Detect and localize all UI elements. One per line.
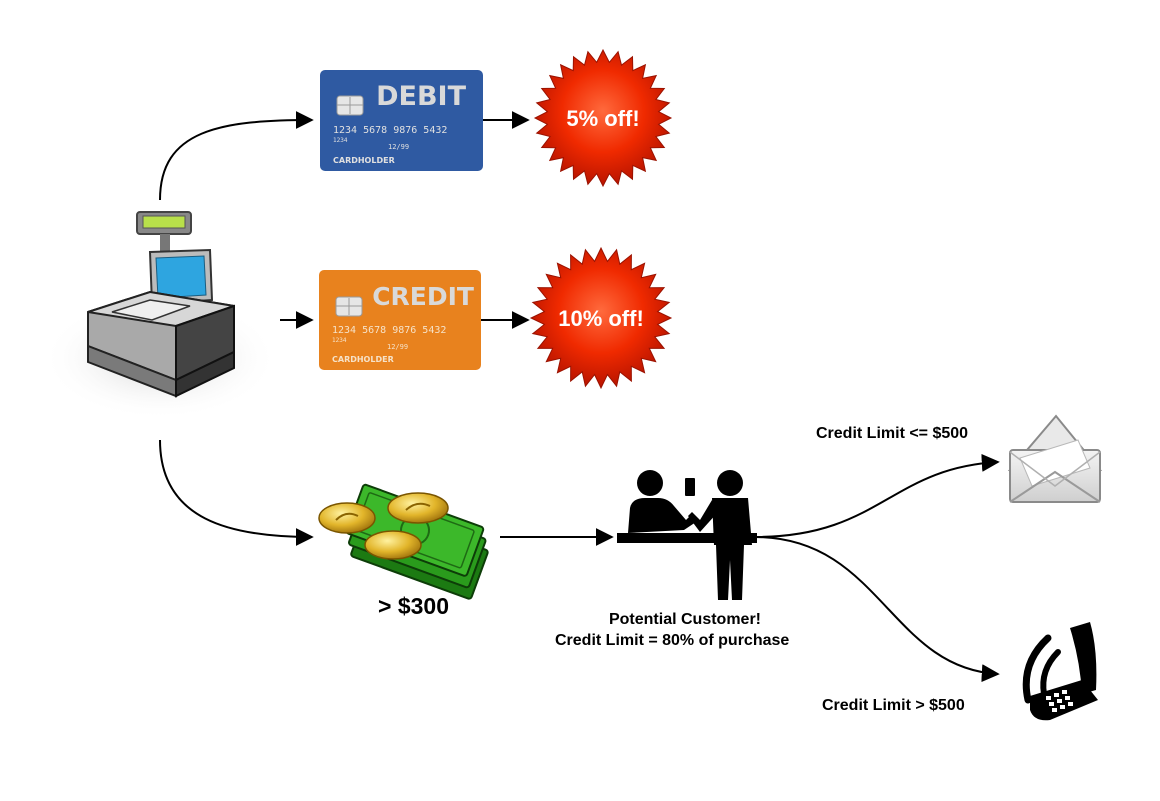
credit-card-number: 1234 5678 9876 5432 [332,325,446,336]
arrow-register-to-cash [159,439,314,546]
debit-card-title: DEBIT [376,81,466,112]
credit-card-valid: 12/99 [387,343,408,351]
credit-limit-low-label: Credit Limit <= $500 [816,425,969,442]
envelope-icon [1007,414,1103,503]
cash-threshold-label: > $300 [378,593,449,619]
connector-arrows [159,111,1000,683]
arrow-customer-to-email [754,453,1000,538]
debit-card-number: 1234 5678 9876 5432 [333,125,447,136]
debit-card-small-number: 1234 [333,137,348,144]
credit-discount-text: 10% off! [558,306,644,331]
debit-card-body [320,70,483,171]
debit-card-holder: CARDHOLDER [333,156,395,165]
credit-card-small-number: 1234 [332,337,347,344]
mobile-phone-icon [1022,622,1098,721]
credit-limit-high-label: Credit Limit > $500 [822,697,965,714]
arrow-customer-to-phone [754,536,1000,683]
credit-card-holder: CARDHOLDER [332,355,394,364]
cash-register-icon [42,211,278,420]
customer-counter-icon [617,470,757,600]
cash-coins-icon [318,483,489,600]
discount-badge-debit: 5% off! [533,48,673,188]
debit-card-valid: 12/99 [388,143,409,151]
credit-card: CREDIT 1234 5678 9876 5432 1234 12/99 CA… [319,270,481,370]
credit-card-title: CREDIT [372,282,474,311]
discount-badge-credit: 10% off! [529,246,673,390]
credit-card-body [319,270,481,370]
debit-discount-text: 5% off! [566,106,639,131]
arrow-register-to-debit [159,111,314,201]
debit-card: DEBIT 1234 5678 9876 5432 1234 12/99 CAR… [320,70,483,171]
potential-customer-label: Potential Customer! [608,611,761,628]
credit-limit-rule-label: Credit Limit = 80% of purchase [555,632,790,649]
